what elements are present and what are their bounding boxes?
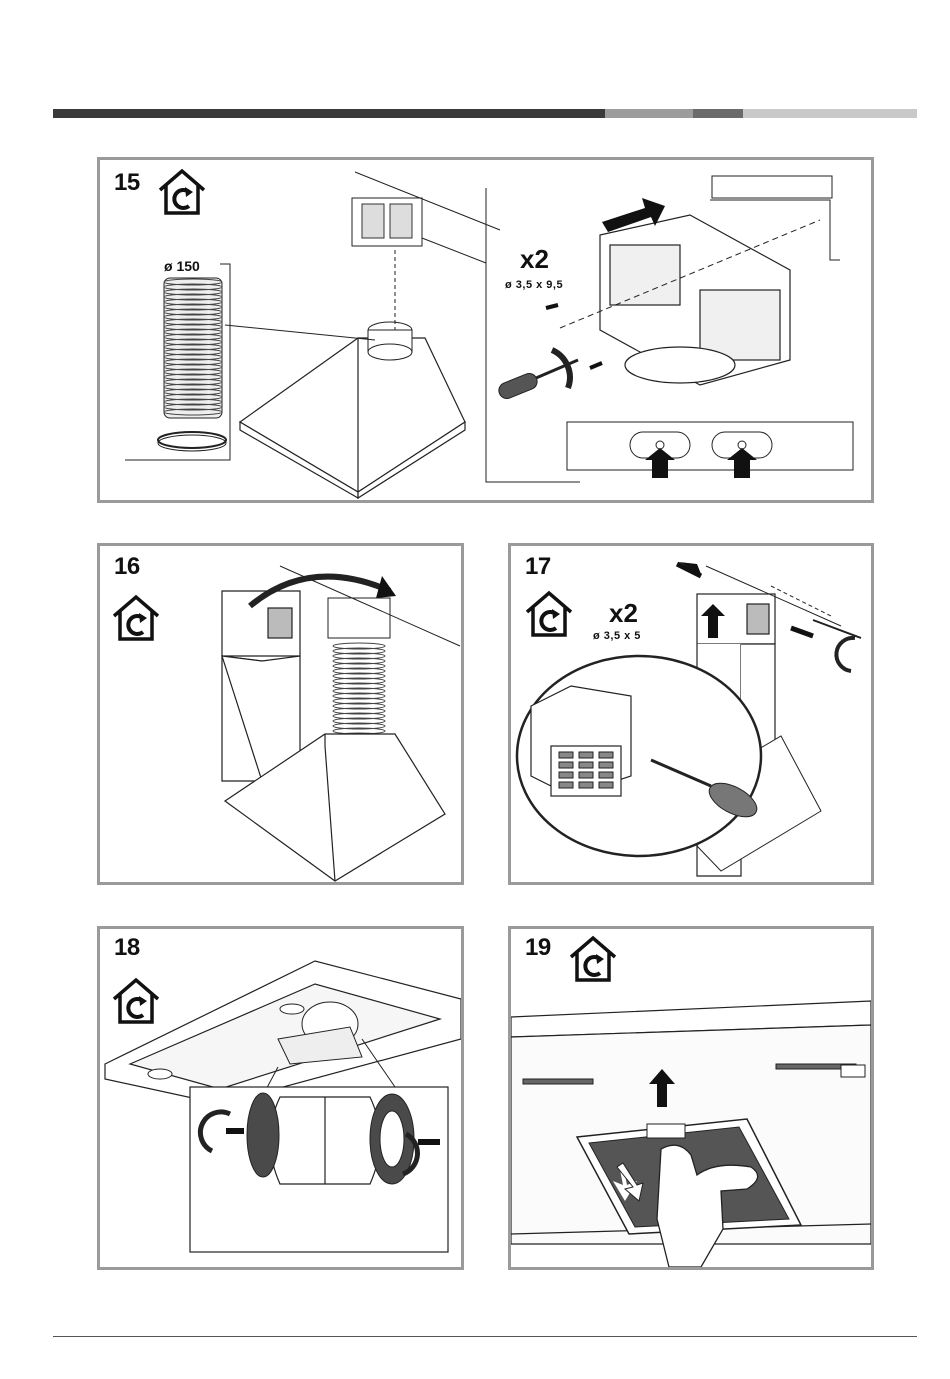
footer-rule: [53, 1336, 917, 1337]
rotate-arrow-icon: [836, 638, 855, 671]
mounting-plate: [567, 422, 853, 470]
screwdriver-icon: [813, 620, 861, 638]
step-19-illustration: [511, 929, 871, 1267]
step-18-panel: 18: [97, 926, 464, 1270]
header-bar-light: [743, 109, 917, 118]
header-bar-mid: [605, 109, 693, 118]
header-bar-accent: [693, 109, 743, 118]
filter-handle: [647, 1124, 685, 1138]
step-16-illustration: [100, 546, 461, 882]
hood-underside: [105, 961, 461, 1104]
step-18-illustration: [100, 929, 461, 1267]
step-17-panel: 17 x2 ø 3,5 x 5: [508, 543, 874, 885]
step-15-panel: 15 ø 150 x2 ø 3,5 x 9,5: [97, 157, 874, 503]
step-16-panel: 16: [97, 543, 464, 885]
flexible-duct: [333, 643, 385, 744]
arrow-icon: [791, 628, 813, 636]
step-15-illustration: [100, 160, 871, 500]
chimney-hood: [240, 338, 465, 498]
step-17-illustration: [511, 546, 871, 882]
motor-drum: [270, 1097, 380, 1184]
detail-motor-casing: [531, 686, 631, 796]
header-bar: [53, 109, 917, 118]
hose-clamp: [158, 432, 226, 448]
header-bar-dark: [53, 109, 605, 118]
small-arrow-icon: [546, 305, 558, 308]
step-19-panel: 19: [508, 926, 874, 1270]
motor-unit: [328, 598, 390, 638]
carbon-filter-left: [247, 1093, 279, 1177]
